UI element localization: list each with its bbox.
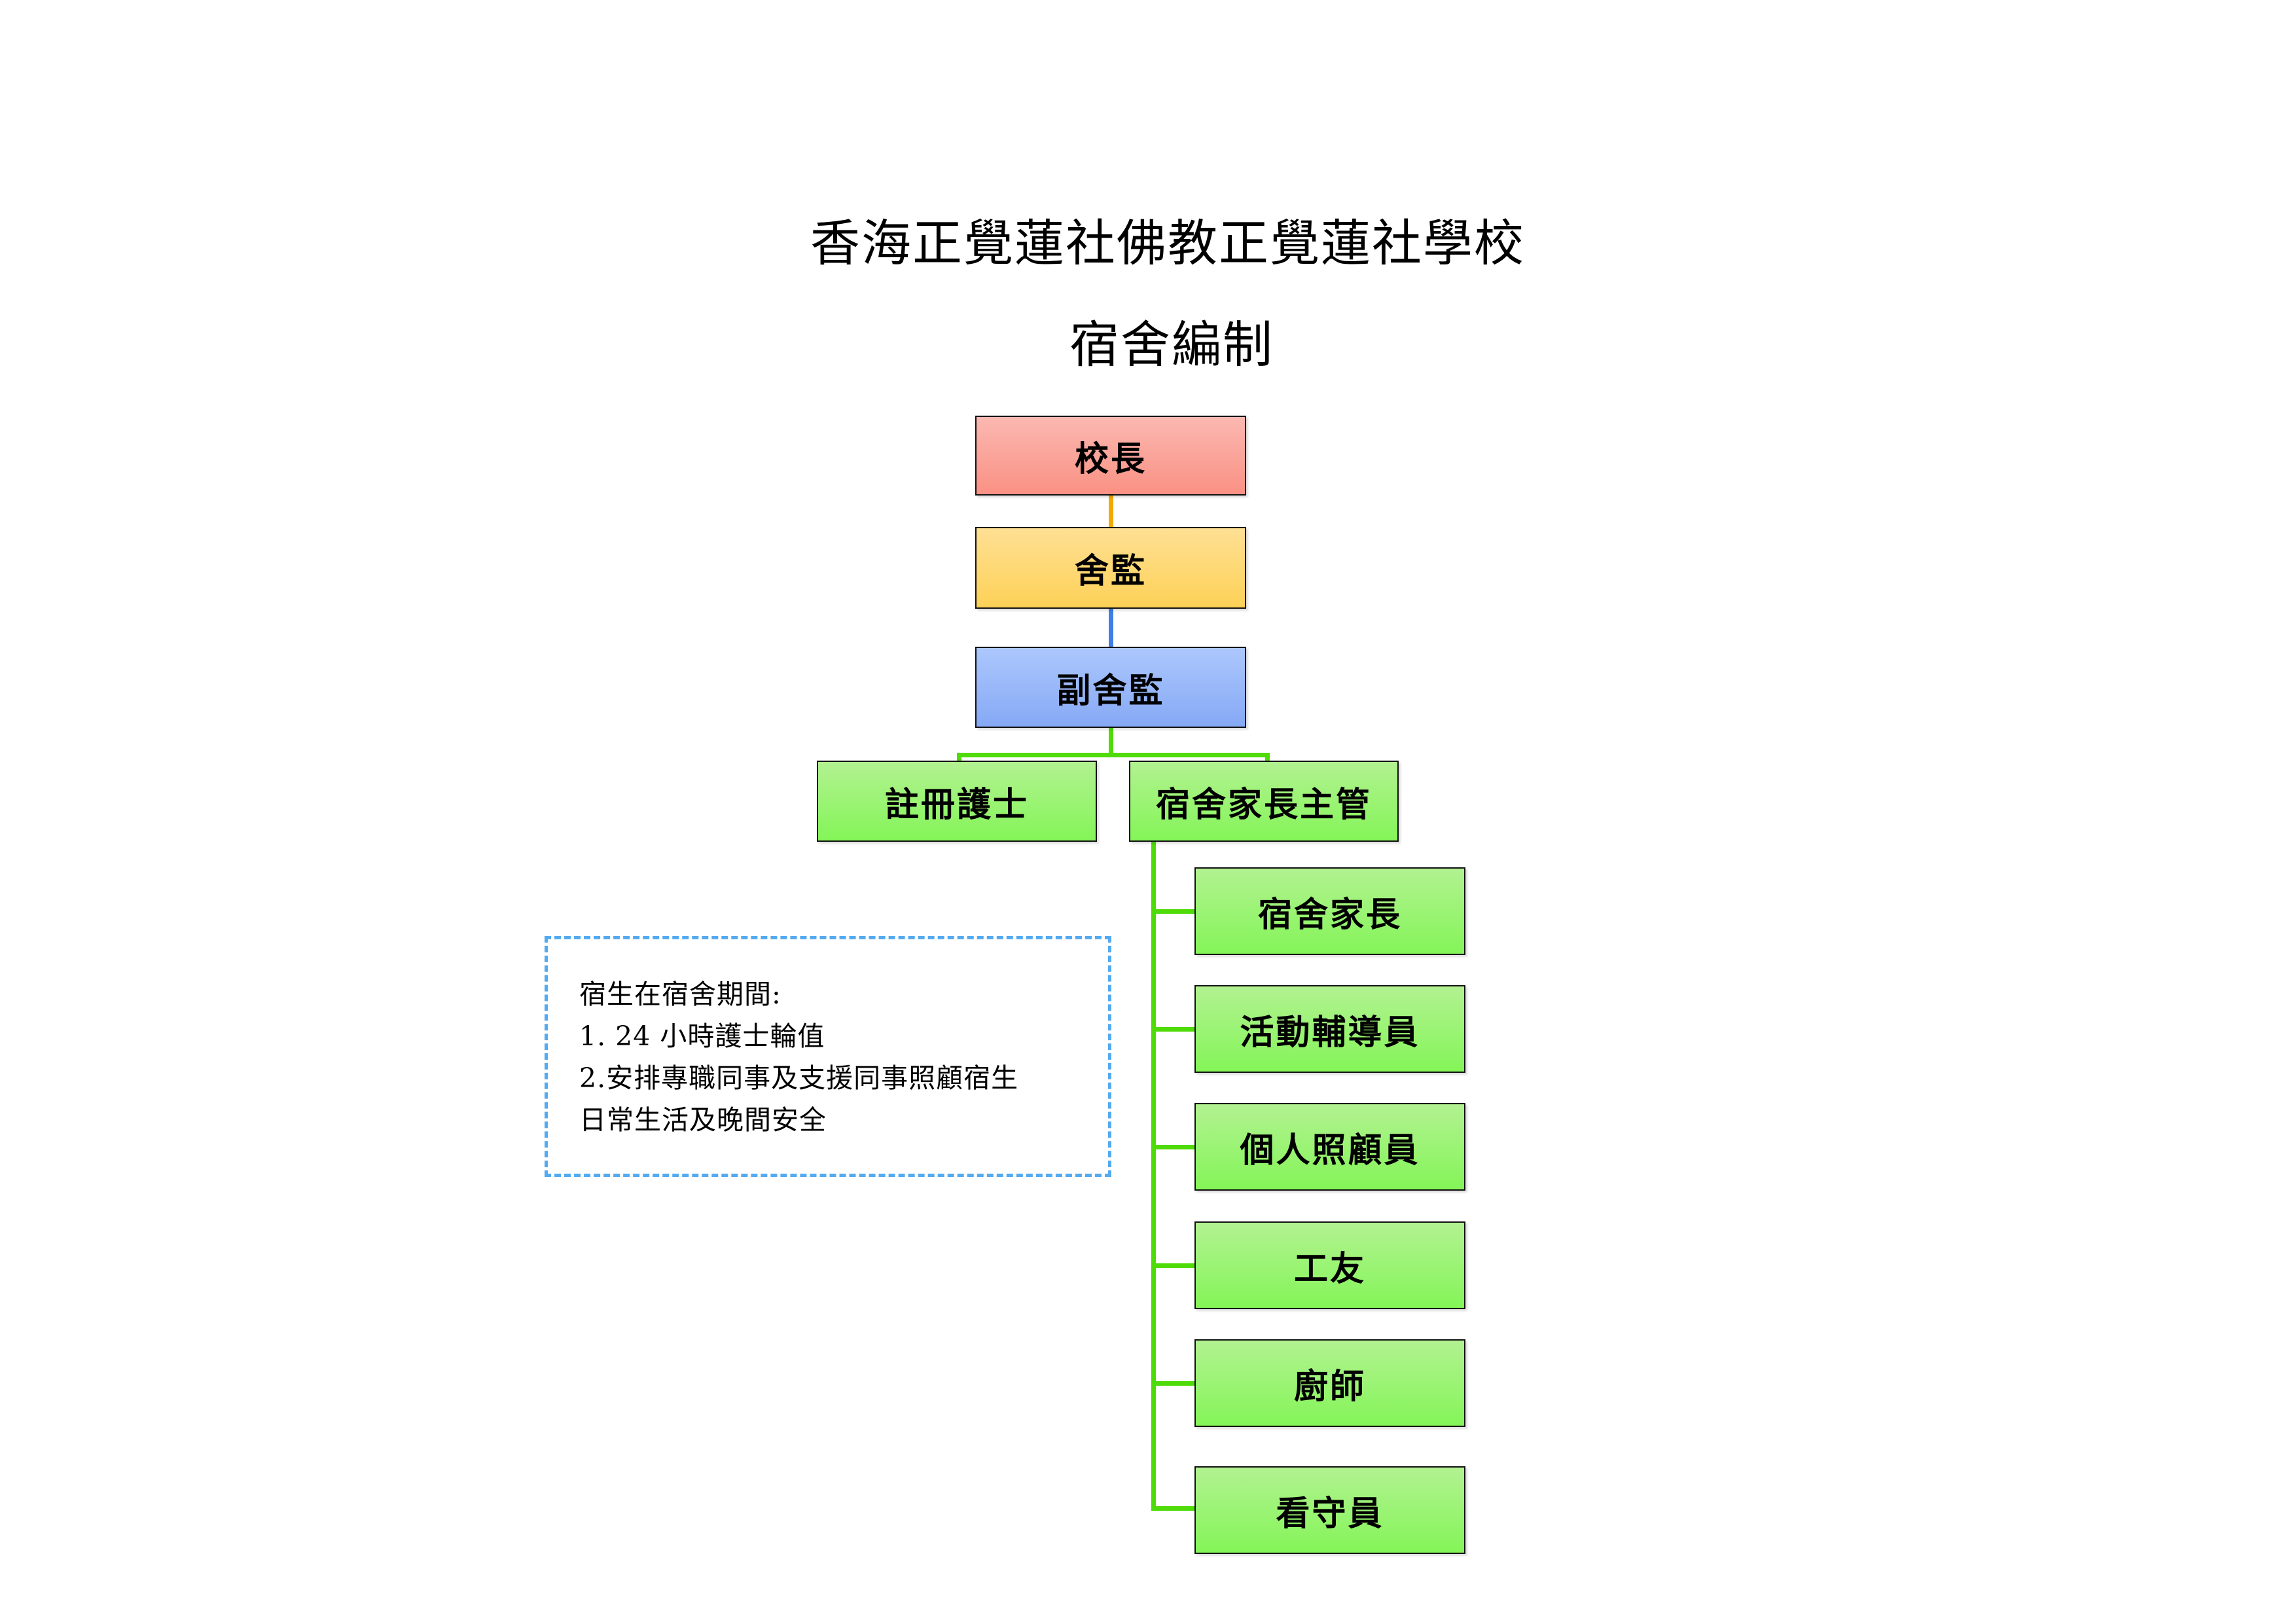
note-line-1: 1. 24 小時護士輪值 bbox=[579, 1020, 825, 1052]
connector-warden-to-vice-warden bbox=[1109, 607, 1113, 648]
connector-branch-janitor bbox=[1151, 1263, 1196, 1268]
connector-branch-watchman bbox=[1151, 1506, 1196, 1511]
connector-branch-house-parent bbox=[1151, 909, 1196, 914]
note-line-2: 2.安排專職同事及支援同事照顧宿生 bbox=[579, 1062, 1019, 1094]
connector-vice-warden-crossbar bbox=[957, 753, 1270, 757]
note-callout-box: 宿生在宿舍期間: 1. 24 小時護士輪值 2.安排專職同事及支援同事照顧宿生 … bbox=[545, 936, 1111, 1177]
org-node-janitor[interactable]: 工友 bbox=[1194, 1221, 1465, 1309]
connector-staff-trunk bbox=[1151, 840, 1156, 1511]
connector-branch-activity-guide bbox=[1151, 1027, 1196, 1032]
org-node-vice-warden[interactable]: 副舍監 bbox=[975, 647, 1246, 728]
org-node-registered-nurse[interactable]: 註冊護士 bbox=[817, 761, 1097, 842]
org-node-activity-guide[interactable]: 活動輔導員 bbox=[1194, 985, 1465, 1073]
page-title-line-2: 宿舍編制 bbox=[1069, 316, 1274, 374]
connector-vice-warden-stem bbox=[1109, 727, 1113, 757]
connector-vice-warden-to-nurse bbox=[957, 753, 961, 762]
org-node-principal[interactable]: 校長 bbox=[975, 416, 1246, 496]
org-node-head-house-parent[interactable]: 宿舍家長主管 bbox=[1129, 761, 1399, 842]
page-title-line-1: 香海正覺蓮社佛教正覺蓮社學校 bbox=[810, 214, 1525, 272]
connector-branch-chef bbox=[1151, 1381, 1196, 1386]
connector-branch-personal-care-worker bbox=[1151, 1145, 1196, 1149]
org-node-warden[interactable]: 舍監 bbox=[975, 527, 1246, 609]
connector-vice-warden-to-head-house-parent bbox=[1265, 753, 1270, 762]
org-node-chef[interactable]: 廚師 bbox=[1194, 1339, 1465, 1427]
note-line-3: 日常生活及晚間安全 bbox=[579, 1104, 827, 1136]
org-node-watchman[interactable]: 看守員 bbox=[1194, 1466, 1465, 1554]
org-node-personal-care-worker[interactable]: 個人照顧員 bbox=[1194, 1103, 1465, 1191]
org-node-house-parent[interactable]: 宿舍家長 bbox=[1194, 867, 1465, 955]
connector-principal-to-warden bbox=[1109, 494, 1113, 528]
note-heading: 宿生在宿舍期間: bbox=[579, 979, 781, 1010]
